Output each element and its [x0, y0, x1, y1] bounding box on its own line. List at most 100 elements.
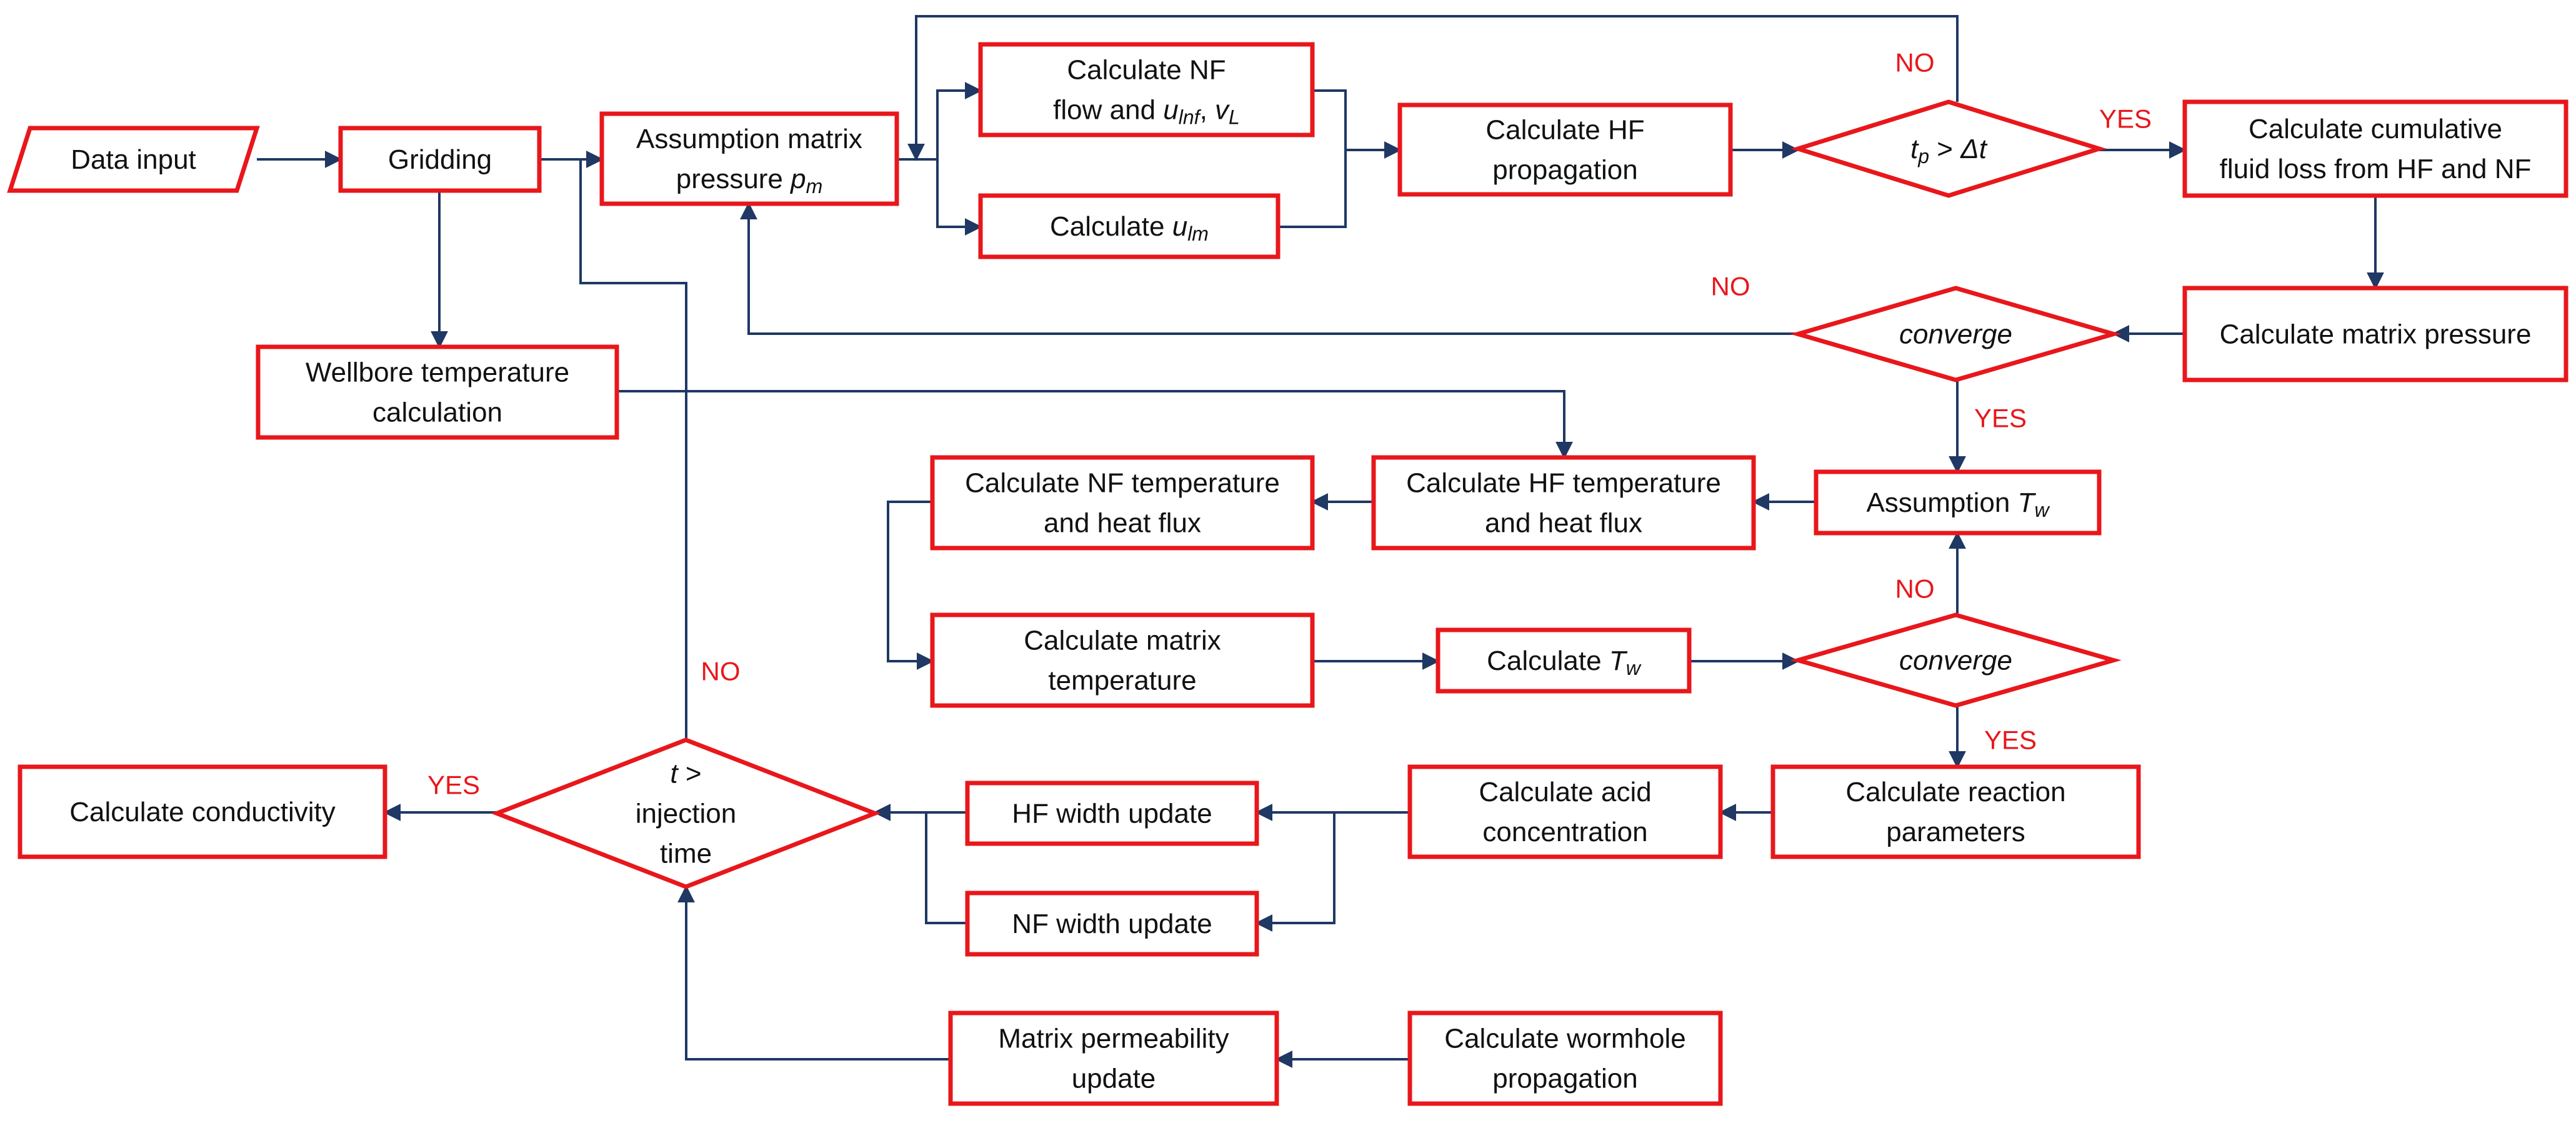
edge-converge-1-to-assumption-pm [740, 202, 1798, 335]
process-box [256, 344, 619, 440]
node-label-line: injection [636, 798, 736, 829]
edge-nf-temp-to-matrix-temp [887, 501, 934, 670]
node-label-line: Wellbore temperature [306, 357, 569, 387]
process-box [1407, 1011, 1723, 1106]
process-box [1371, 455, 1756, 551]
node-label-line: converge [1899, 319, 2012, 349]
node-label-line: converge [1899, 645, 2012, 676]
node-calc-ulm: Calculate ulm [978, 193, 1281, 259]
branch-label-no: NO [1711, 272, 1750, 301]
node-label-line: tp > Δt [1910, 134, 1988, 168]
node-label-line: propagation [1492, 154, 1637, 185]
node-gridding: Gridding [338, 126, 542, 193]
node-label-line: Calculate reaction [1845, 777, 2065, 807]
process-box [978, 193, 1281, 259]
node-calc-tw: Calculate Tw [1435, 627, 1692, 694]
branch-label-yes: YES [1984, 726, 2037, 755]
edge-matrix-perm-to-t-injection [677, 885, 951, 1061]
process-box [17, 764, 387, 859]
process-box [965, 891, 1259, 957]
branch-label-no: NO [701, 657, 741, 686]
node-nf-width: NF width update [965, 891, 1259, 957]
node-nf-temp: Calculate NF temperature and heat flux [930, 455, 1315, 551]
edges-layer [257, 15, 2384, 1068]
node-label-line: calculation [372, 397, 502, 427]
node-label-line: Assumption matrix [636, 124, 862, 154]
node-label-line: parameters [1886, 817, 2025, 847]
node-reaction-params: Calculate reaction parameters [1770, 764, 2141, 859]
edge-acid-conc-to-nf-width [1255, 812, 1335, 932]
decision-diamond [1790, 99, 2107, 198]
node-label-line: Calculate acid [1479, 777, 1651, 807]
node-calc-nf-flow: Calculate NF flow and ulnf, vL [978, 42, 1315, 137]
process-box [930, 612, 1315, 708]
process-box [2182, 99, 2569, 198]
node-hf-temp: Calculate HF temperature and heat flux [1371, 455, 1756, 551]
node-label-line: update [1072, 1063, 1156, 1094]
node-label-line: Calculate wormhole [1444, 1023, 1685, 1054]
process-box [1397, 102, 1733, 197]
node-label-line: time [660, 838, 712, 869]
node-calc-conductivity: Calculate conductivity [17, 764, 387, 859]
node-cum-fluid-loss: Calculate cumulative fluid loss from HF a… [2182, 99, 2569, 198]
node-label-line: pressure pm [676, 164, 823, 198]
process-box [338, 126, 542, 193]
node-label-line: Calculate Tw [1487, 646, 1642, 680]
branch-label-yes: YES [427, 771, 480, 800]
process-box [1814, 469, 2102, 536]
node-wellbore-temp: Wellbore temperature calculation [256, 344, 619, 440]
edge-calc-nf-flow-to-calc-hf-prop [1312, 89, 1402, 159]
branch-labels-layer: NO YES NO YES NO YES NO YES [427, 48, 2152, 800]
node-label-line: t > [670, 758, 701, 789]
branch-label-no: NO [1895, 48, 1935, 77]
node-label-line: concentration [1482, 817, 1647, 847]
process-box [965, 781, 1259, 846]
node-converge-1: converge [1790, 286, 2122, 382]
process-box [1770, 764, 2141, 859]
process-box [948, 1011, 1279, 1106]
edge-calc-ulm-to-calc-hf-prop [1278, 150, 1347, 228]
node-label-line: and heat flux [1044, 507, 1201, 538]
node-t-injection: t > injection time [491, 737, 881, 889]
node-label-line: Calculate conductivity [69, 797, 336, 827]
node-label-line: Assumption Tw [1866, 487, 2050, 522]
node-data-input: Data input [7, 126, 260, 193]
nodes-layer: Data input Gridding Assumption matrix press… [7, 42, 2569, 1106]
branch-label-no: NO [1895, 574, 1935, 604]
process-box [1435, 627, 1692, 694]
edge-wellbore-temp-to-hf-temp [617, 390, 1573, 459]
node-label-line: flow and ulnf, vL [1053, 94, 1240, 129]
node-calc-hf-prop: Calculate HF propagation [1397, 102, 1733, 197]
process-box [1407, 764, 1723, 859]
edge-assumption-pm-to-calc-ulm [936, 159, 982, 236]
node-label-line: Calculate matrix [1024, 625, 1221, 656]
node-label-line: fluid loss from HF and NF [2220, 154, 2532, 184]
node-label-line: Calculate NF temperature [965, 467, 1280, 498]
node-label-line: Calculate cumulative [2249, 114, 2502, 144]
node-label-line: Calculate NF [1067, 54, 1226, 85]
decision-diamond [1790, 612, 2122, 708]
node-label-line: Calculate HF temperature [1406, 467, 1721, 498]
node-calc-matrix-p: Calculate matrix pressure [2182, 286, 2569, 382]
decision-diamond [1790, 286, 2122, 382]
node-label-line: HF width update [1012, 798, 1212, 829]
node-tp-dt: tp > Δt [1790, 99, 2107, 198]
node-hf-width: HF width update [965, 781, 1259, 846]
edge-nf-width-to-t-injection [925, 812, 967, 924]
branch-label-yes: YES [1974, 404, 2027, 433]
node-label-line: Calculate matrix pressure [2220, 319, 2532, 349]
node-label-line: NF width update [1012, 909, 1212, 939]
node-label-line: Calculate HF [1485, 114, 1644, 145]
process-box [2182, 286, 2569, 382]
node-assumption-tw: Assumption Tw [1814, 469, 2102, 536]
node-label-line: propagation [1492, 1063, 1637, 1094]
edge-tp-dt-to-assumption-pm [907, 15, 1959, 161]
node-label-line: and heat flux [1485, 507, 1642, 538]
node-converge-2: converge [1790, 612, 2122, 708]
edge-assumption-pm-to-calc-nf-flow [897, 82, 982, 161]
branch-label-yes: YES [2099, 104, 2152, 134]
